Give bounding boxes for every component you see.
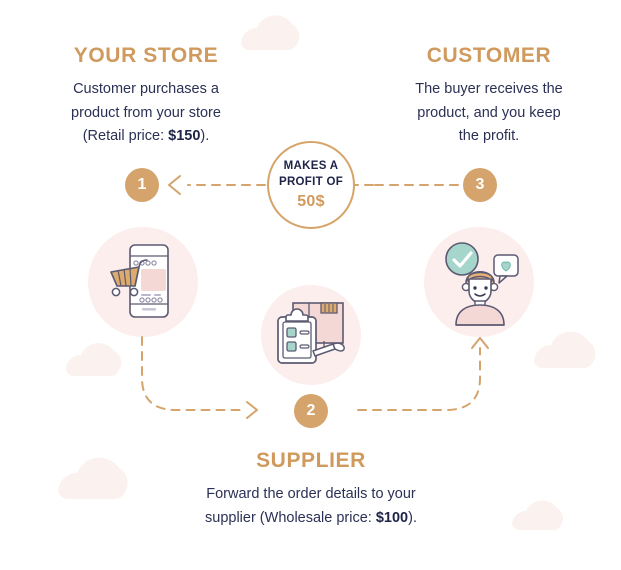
supplier-wholesale-price: $100 [375, 509, 409, 526]
store-desc-line-3: (Retail price: $150). [26, 125, 266, 148]
customer-desc-line-1: The buyer receives the [415, 81, 563, 98]
store-title: YOUR STORE [73, 44, 219, 67]
profit-amount: 50$ [297, 192, 325, 210]
step-badge-1: 1 [125, 168, 159, 202]
supplier-price-suffix: ). [408, 509, 417, 526]
store-text-block: YOUR STORE Customer purchases a product … [26, 44, 266, 149]
customer-desc-line-2: product, and you keep [417, 104, 561, 121]
store-description: Customer purchases a product from your s… [26, 78, 266, 148]
supplier-price-prefix: supplier (Wholesale price: [205, 509, 376, 526]
supplier-text-block: SUPPLIER Forward the order details to yo… [165, 449, 457, 530]
supplier-illustration [261, 285, 361, 385]
supplier-description: Forward the order details to your suppli… [165, 483, 457, 530]
store-price-prefix: (Retail price: [82, 128, 169, 145]
arrowhead-supplier-right [246, 401, 258, 419]
customer-illustration [424, 227, 534, 337]
supplier-desc-line-1: Forward the order details to your [206, 486, 416, 503]
arrowhead-customer-up [471, 337, 489, 349]
supplier-title: SUPPLIER [256, 449, 366, 472]
store-retail-price: $150 [168, 128, 201, 145]
arrow-supplier-to-customer [357, 347, 481, 411]
customer-title: CUSTOMER [426, 44, 552, 67]
customer-desc-line-3: the profit. [458, 128, 520, 145]
profit-label-line-1: MAKES A [283, 160, 339, 173]
order-clipboard-box-icon [277, 302, 345, 364]
store-desc-line-2: product from your store [71, 104, 221, 121]
arrow-store-to-supplier [141, 336, 247, 411]
step-badge-2: 2 [294, 394, 328, 428]
supplier-desc-line-2: supplier (Wholesale price: $100). [165, 507, 457, 530]
phone-shopping-cart-icon [110, 244, 169, 318]
store-desc-line-1: Customer purchases a [73, 81, 219, 98]
arrowhead-store-left [168, 175, 181, 195]
step-badge-3: 3 [463, 168, 497, 202]
happy-customer-icon [445, 242, 519, 326]
customer-text-block: CUSTOMER The buyer receives the product,… [378, 44, 600, 149]
store-price-suffix: ). [200, 128, 210, 145]
customer-description: The buyer receives the product, and you … [378, 78, 600, 148]
store-illustration [88, 227, 198, 337]
profit-label-line-2: PROFIT OF [278, 175, 344, 188]
profit-circle: MAKES A PROFIT OF 50$ [267, 141, 355, 229]
